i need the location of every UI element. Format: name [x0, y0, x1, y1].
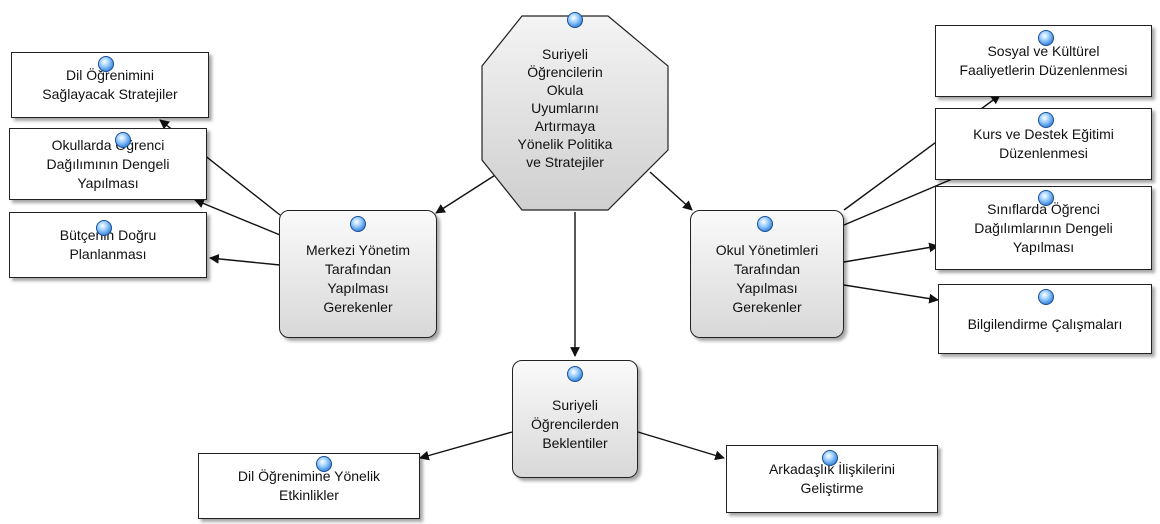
school-item-icon [1038, 289, 1054, 305]
central-item-label: Okullarda Öğrenci Dağılımının Dengeli Ya… [46, 136, 170, 191]
student-item-label: Dil Öğrenimine Yönelik Etkinlikler [237, 468, 381, 503]
connector-students-to-friendship [637, 431, 725, 461]
central-item-label: Dil Öğrenimini Sağlayacak Stratejiler [42, 67, 178, 102]
connector-school-to-info [843, 284, 939, 304]
connector-center-to-central [435, 171, 501, 214]
central-item-icon [96, 220, 112, 236]
student-item-friendship: Arkadaşlık İlişkilerini Geliştirme [726, 445, 938, 513]
school-item-icon [1038, 30, 1054, 46]
students-icon [567, 366, 583, 382]
connector-students-to-language-activities [419, 431, 513, 461]
school-item-label: Sosyal ve Kültürel Faaliyetlerin Düzenle… [959, 43, 1128, 78]
connector-center-to-school [649, 171, 693, 211]
connector-central-to-budget [209, 254, 281, 266]
school-item-label: Kurs ve Destek Eğitimi Düzenlenmesi [973, 126, 1114, 161]
central-item-icon [115, 132, 131, 148]
central-item-student-distribution: Okullarda Öğrenci Dağılımının Dengeli Ya… [9, 128, 207, 200]
central-item-icon [98, 56, 114, 72]
students-label: Suriyeli Öğrencilerden Beklentiler [531, 396, 619, 451]
central-management-icon [350, 216, 366, 232]
student-item-language-activities: Dil Öğrenimine Yönelik Etkinlikler [198, 453, 420, 519]
school-item-label: Bilgilendirme Çalışmaları [967, 315, 1123, 332]
connector-central-to-distribution [194, 198, 281, 236]
connector-school-to-classdist [843, 242, 939, 263]
central-item-budget-planning: Bütçenin Doğru Planlanması [9, 212, 207, 278]
school-item-label: Sınıflarda Öğrenci Dağılımlarının Dengel… [974, 200, 1113, 255]
school-item-icon [1038, 112, 1054, 128]
center-octagon [481, 15, 669, 211]
school-management-icon [757, 216, 773, 232]
school-item-icon [1038, 190, 1054, 206]
student-item-icon [822, 450, 838, 466]
school-management-label: Okul Yönetimleri Tarafından Yapılması Ge… [715, 242, 819, 315]
central-management-node: Merkezi Yönetim Tarafından Yapılması Ger… [279, 210, 437, 338]
center-node-label: Suriyeli Öğrencilerin Okula Uyumlarını A… [517, 46, 613, 170]
central-management-label: Merkezi Yönetim Tarafından Yapılması Ger… [305, 242, 410, 315]
student-item-icon [316, 456, 332, 472]
center-node-icon [567, 12, 583, 28]
student-item-label: Arkadaşlık İlişkilerini Geliştirme [768, 461, 896, 496]
